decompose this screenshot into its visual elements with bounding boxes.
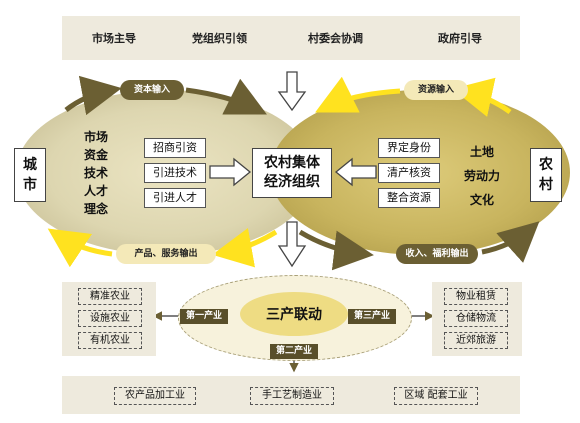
attract-investment-box: 招商引资 xyxy=(144,138,206,158)
secondary-industry-connector: 第二产业 xyxy=(270,344,318,359)
tertiary-industry-item: 近郊旅游 xyxy=(444,332,508,349)
tertiary-industry-item: 物业租赁 xyxy=(444,288,508,305)
resource-in-arrow-right xyxy=(452,77,512,117)
industry-hub-title: 三产联动 xyxy=(266,307,322,323)
secondary-industry-item: 手工艺制造业 xyxy=(250,387,334,405)
income-out-arrow-right xyxy=(481,221,540,263)
product-service-output-pill: 产品、服务输出 xyxy=(116,244,216,264)
city-resource-item: 市场 xyxy=(83,130,108,144)
primary-industry-connector: 第一产业 xyxy=(180,309,228,324)
top-roles-band xyxy=(62,16,520,60)
primary-industry-item: 有机农业 xyxy=(78,332,142,349)
tertiary-industry-connector: 第三产业 xyxy=(348,309,396,324)
rural-collective-org-box: 农村集体 经济组织 xyxy=(252,148,332,198)
village-resources: 土地 劳动力 文化 xyxy=(456,140,508,212)
primary-industry-item: 精准农业 xyxy=(78,288,142,305)
product-out-arrow-right xyxy=(212,228,278,268)
down-arrow-bottom xyxy=(277,221,307,268)
city-resource-item: 理念 xyxy=(83,202,108,216)
village-resource-item: 劳动力 xyxy=(463,169,500,183)
role-village-committee: 村委会协调 xyxy=(308,32,363,45)
down-arrow-top xyxy=(277,71,307,112)
capital-in-arrow-right xyxy=(185,78,267,115)
center-label-line: 经济组织 xyxy=(264,174,320,190)
city-resource-item: 人才 xyxy=(83,184,108,198)
village-resource-item: 土地 xyxy=(469,145,494,159)
village-resource-item: 文化 xyxy=(469,193,494,207)
industry-hub-inner xyxy=(240,292,348,336)
village-label-box: 农村 xyxy=(530,148,562,202)
introduce-talent-box: 引进人才 xyxy=(144,188,206,208)
city-resources: 市场 资金 技术 人才 理念 xyxy=(76,128,116,218)
center-label-line: 农村集体 xyxy=(264,155,320,171)
city-resource-item: 技术 xyxy=(83,166,108,180)
right-hollow-arrow xyxy=(209,157,252,187)
resource-in-arrow-left xyxy=(315,76,401,113)
product-out-arrow-left xyxy=(47,228,113,268)
secondary-industry-item: 区域 配套工业 xyxy=(394,387,478,405)
role-party-lead: 党组织引领 xyxy=(192,32,247,45)
asset-verification-box: 清产核资 xyxy=(378,163,440,183)
primary-industry-item: 设施农业 xyxy=(78,310,142,327)
integrate-resources-box: 整合资源 xyxy=(378,188,440,208)
role-market-lead: 市场主导 xyxy=(92,32,136,45)
secondary-industry-item: 农产品加工业 xyxy=(114,387,196,405)
tertiary-industry-item: 仓储物流 xyxy=(444,310,508,327)
resource-input-pill: 资源输入 xyxy=(404,80,468,100)
role-government-guide: 政府引导 xyxy=(438,32,482,45)
introduce-technology-box: 引进技术 xyxy=(144,163,206,183)
city-label: 城市 xyxy=(23,157,37,193)
define-identity-box: 界定身份 xyxy=(378,138,440,158)
income-out-arrow-left xyxy=(298,229,374,271)
capital-in-arrow-left xyxy=(64,75,122,116)
village-label: 农村 xyxy=(539,157,553,193)
city-label-box: 城市 xyxy=(14,148,46,202)
left-hollow-arrow xyxy=(334,157,377,187)
capital-input-pill: 资本输入 xyxy=(120,80,184,100)
income-welfare-output-pill: 收入、福利输出 xyxy=(396,244,478,264)
city-resource-item: 资金 xyxy=(83,148,108,162)
